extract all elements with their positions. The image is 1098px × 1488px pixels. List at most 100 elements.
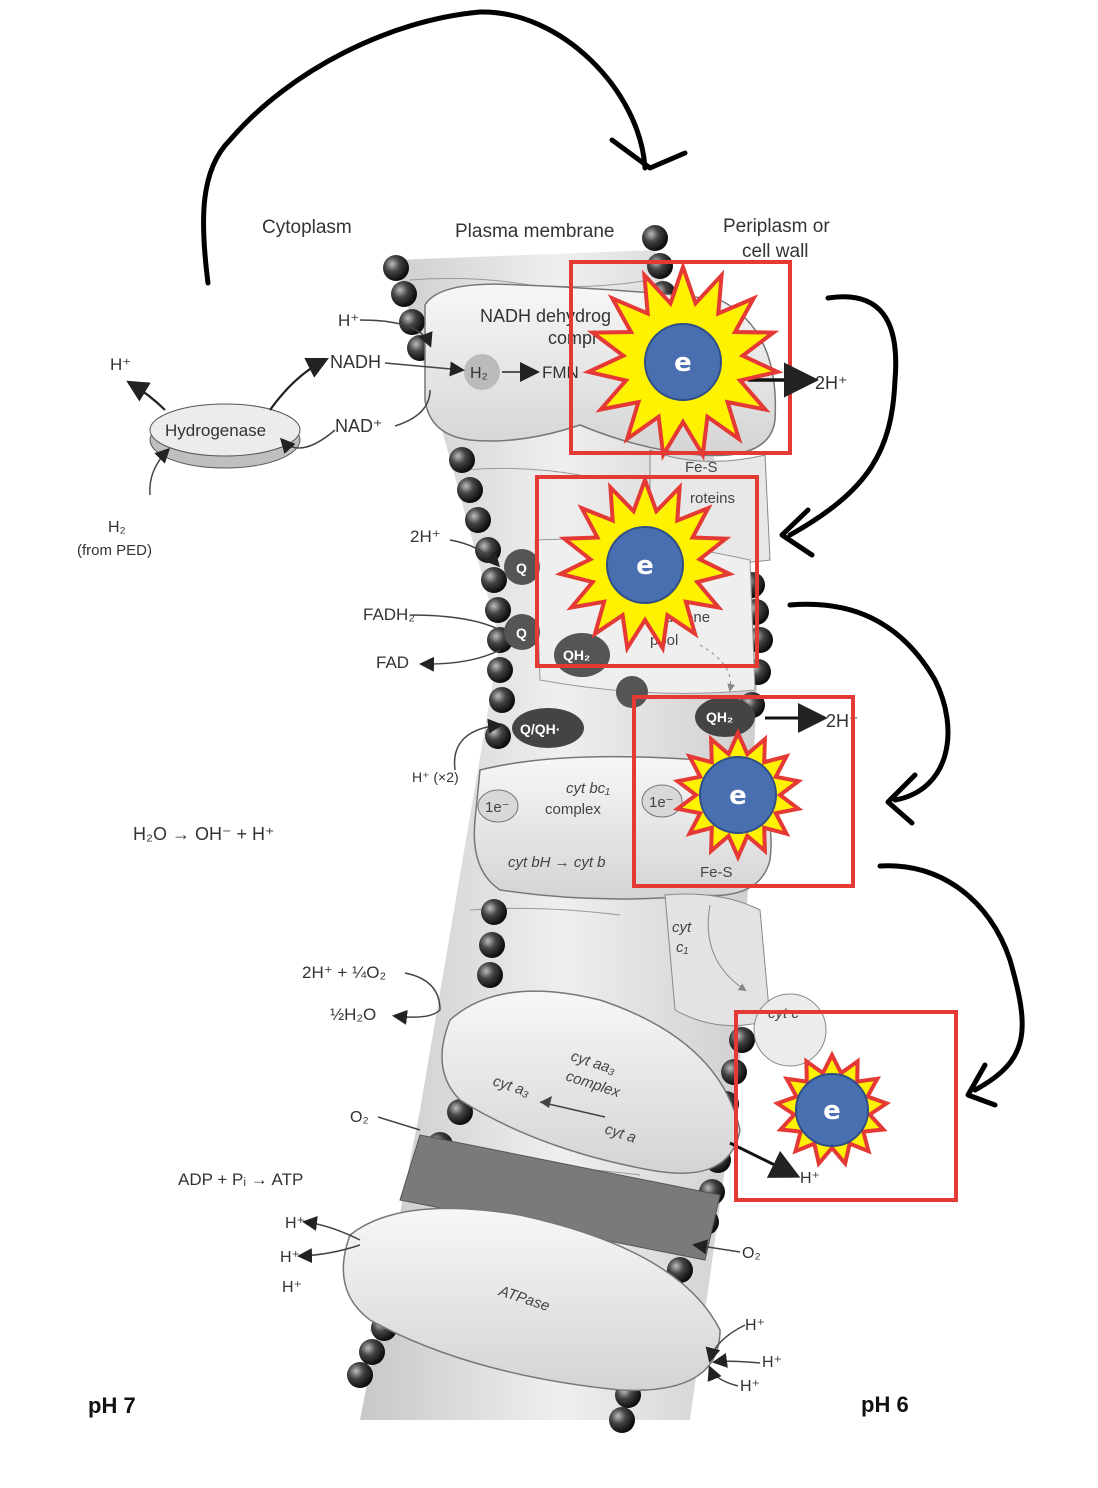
atpase-complex: ATPase bbox=[342, 1134, 721, 1392]
ph-right: pH 6 bbox=[861, 1392, 909, 1417]
electron-burst: e bbox=[772, 1050, 892, 1168]
electron-circle bbox=[699, 756, 777, 834]
fmn-label: FMN bbox=[542, 363, 579, 382]
right-labels: 2H⁺ 2H⁺ H⁺ O₂ H⁺ H⁺ H⁺ pH 6 bbox=[692, 373, 909, 1417]
lipid-head bbox=[399, 309, 425, 335]
two-h-in-label: 2H⁺ bbox=[410, 527, 441, 546]
o2-left-label: O₂ bbox=[350, 1109, 369, 1126]
q-node-2 bbox=[504, 614, 540, 650]
one-e-label-b: 1e⁻ bbox=[649, 794, 674, 811]
lipid-head bbox=[479, 932, 505, 958]
left-labels: 2H⁺ FADH₂ FAD H⁺ (×2) H₂O → OH⁻ + H⁺ 2H⁺… bbox=[88, 527, 503, 1418]
two-h-top: 2H⁺ bbox=[815, 373, 848, 393]
lipid-head bbox=[609, 1407, 635, 1433]
one-e-node-b bbox=[641, 784, 683, 818]
lipid-head bbox=[487, 657, 513, 683]
lipid-head bbox=[447, 1099, 473, 1125]
two-h-mid: 2H⁺ bbox=[826, 711, 859, 731]
cytb-label: cyt bH → cyt b bbox=[508, 854, 606, 871]
lipid-head bbox=[489, 687, 515, 713]
q-qh-label: Q/QH· bbox=[520, 721, 560, 737]
cytbc-label-1: cyt bc₁ bbox=[566, 780, 610, 797]
qh2-label-mid: QH₂ bbox=[563, 647, 590, 663]
qh2-label-right: QH₂ bbox=[706, 709, 733, 725]
one-e-node-a bbox=[477, 789, 519, 823]
electron-label: e bbox=[729, 781, 747, 811]
electron-circle bbox=[795, 1073, 869, 1147]
cyt-aa3-complex: cyt aa₃ complex cyt a₃ cyt a bbox=[441, 990, 741, 1174]
fes2-label: Fe-S bbox=[700, 864, 733, 881]
hydrogenase-group: Hydrogenase H⁺ NADH H⁺ NAD⁺ H₂ (from PED… bbox=[77, 311, 465, 559]
highlight-box-4 bbox=[734, 1010, 958, 1202]
nadh-complex-label-1: NADH dehydrog bbox=[480, 306, 611, 326]
arrow-3 bbox=[877, 863, 1025, 1093]
electron-circle bbox=[644, 323, 722, 401]
h-plus-top: H⁺ bbox=[110, 355, 131, 374]
cytc1-label-1: cyt bbox=[672, 919, 692, 936]
lipid-head bbox=[383, 255, 409, 281]
cytoplasm-label: Cytoplasm bbox=[262, 217, 352, 238]
periplasm-label-1: Periplasm or bbox=[723, 216, 830, 237]
fes-label-2: roteins bbox=[690, 490, 735, 507]
from-ped-label: (from PED) bbox=[77, 542, 152, 559]
nadh-label: NADH bbox=[330, 352, 381, 372]
electron-bursts: e e e e bbox=[554, 260, 892, 1168]
h-plus-1: H⁺ bbox=[285, 1215, 305, 1232]
highlight-box-2 bbox=[535, 475, 759, 668]
lipid-head bbox=[729, 1027, 755, 1053]
atp-equation: ADP + Pᵢ → ATP bbox=[178, 1170, 303, 1189]
lipid-head bbox=[485, 597, 511, 623]
water-out-label: ½H₂O bbox=[330, 1005, 376, 1024]
electron-burst: e bbox=[554, 474, 736, 654]
plasma-membrane-label: Plasma membrane bbox=[455, 221, 614, 242]
fadh2-label: FADH₂ bbox=[363, 605, 415, 624]
electron-circle bbox=[606, 526, 684, 604]
periplasm-label-2: cell wall bbox=[742, 241, 809, 262]
lipid-head bbox=[391, 281, 417, 307]
electron-label: e bbox=[674, 348, 692, 378]
lipid-head bbox=[642, 225, 668, 251]
h2-node-label: H₂ bbox=[470, 365, 488, 382]
q-node-1 bbox=[504, 549, 540, 585]
lipid-head bbox=[347, 1362, 373, 1388]
arrow-top bbox=[201, 9, 648, 286]
oxygen-in-label: 2H⁺ + ¼O₂ bbox=[302, 963, 386, 982]
lipid-head bbox=[477, 962, 503, 988]
electron-burst: e bbox=[582, 260, 784, 461]
h-plus-left: H⁺ bbox=[338, 311, 359, 330]
q-qh-node bbox=[512, 708, 584, 748]
h-right-1: H⁺ bbox=[745, 1317, 765, 1334]
lipid-head bbox=[359, 1339, 385, 1365]
nad-plus-label: NAD⁺ bbox=[335, 416, 383, 436]
electron-label: e bbox=[823, 1096, 841, 1126]
h-right-3: H⁺ bbox=[740, 1378, 760, 1395]
lipid-head bbox=[457, 477, 483, 503]
one-e-label-a: 1e⁻ bbox=[485, 799, 510, 816]
lipid-head bbox=[465, 507, 491, 533]
hydrogenase-node bbox=[149, 403, 301, 457]
arrow-1 bbox=[787, 294, 899, 538]
h-plus-3: H⁺ bbox=[282, 1279, 302, 1296]
electron-burst: e bbox=[672, 728, 804, 862]
h-x2-label: H⁺ (×2) bbox=[412, 769, 459, 785]
h2-node bbox=[464, 354, 500, 390]
cytbc-label-2: complex bbox=[545, 801, 601, 818]
lipid-head bbox=[647, 253, 673, 279]
lipid-head bbox=[481, 567, 507, 593]
water-equation: H₂O → OH⁻ + H⁺ bbox=[133, 824, 275, 844]
h-plus-2: H⁺ bbox=[280, 1249, 300, 1266]
electron-label: e bbox=[636, 551, 654, 581]
lipid-head bbox=[449, 447, 475, 473]
h2-label: H₂ bbox=[108, 519, 126, 536]
highlight-boxes bbox=[535, 260, 958, 1202]
cytc1-label-2: c₁ bbox=[676, 939, 689, 956]
fes-label-1: Fe-S bbox=[685, 459, 718, 476]
hydrogenase-label: Hydrogenase bbox=[165, 421, 266, 440]
highlight-box-3 bbox=[632, 695, 855, 888]
q-label-2: Q bbox=[516, 625, 527, 641]
qh2-node-right bbox=[695, 697, 755, 737]
h-right-2: H⁺ bbox=[762, 1354, 782, 1371]
lipid-head bbox=[481, 899, 507, 925]
ph-left: pH 7 bbox=[88, 1393, 136, 1418]
